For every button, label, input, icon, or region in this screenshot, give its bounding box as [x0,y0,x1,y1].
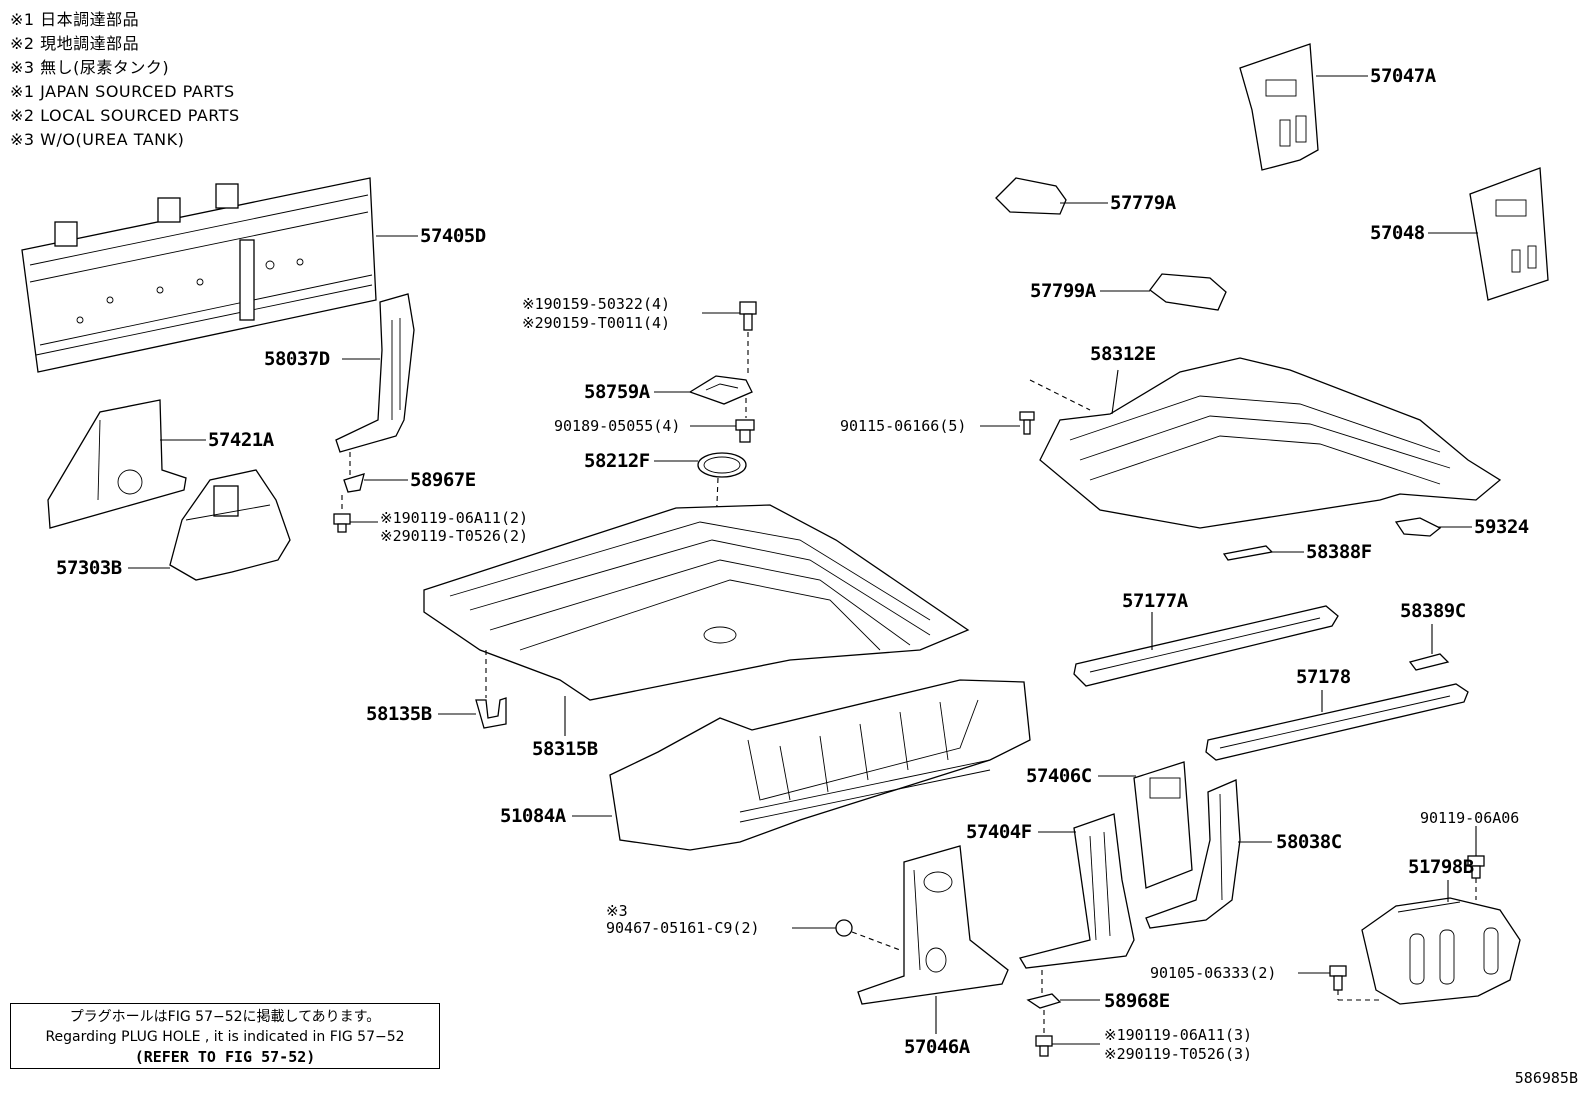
plug-hole-note-box: プラグホールはFIG 57−52に掲載してあります。 Regarding PLU… [10,1003,440,1069]
part-57303B-shape[interactable] [169,469,291,581]
callout-90467-05161[interactable]: 90467-05161-C9(2) [606,919,760,937]
note-line: ※1 JAPAN SOURCED PARTS [10,82,235,101]
part-58968E-shape[interactable] [1026,993,1062,1009]
callout-57047A[interactable]: 57047A [1370,65,1436,87]
callout-57405D[interactable]: 57405D [420,225,486,247]
callout-58967E[interactable]: 58967E [410,469,476,491]
part-57799A-shape[interactable] [1149,273,1227,311]
callout-note3-marker: ※3 [606,902,628,920]
callout-51798B[interactable]: 51798B [1408,856,1474,878]
callout-90119-T0526[interactable]: ※290119-T0526(2) [380,527,529,545]
part-58212F-shape[interactable] [697,452,747,478]
callout-57779A[interactable]: 57779A [1110,192,1176,214]
callout-57421A[interactable]: 57421A [208,429,274,451]
figure-id: 586985B [1514,1069,1578,1087]
note-en: Regarding PLUG HOLE , it is indicated in… [45,1029,405,1045]
callout-57799A[interactable]: 57799A [1030,280,1096,302]
part-58388F-shape[interactable] [1222,545,1274,561]
part-58135B-shape[interactable] [475,697,507,729]
part-58967E-shape[interactable] [343,473,365,493]
part-57048-shape[interactable] [1469,167,1549,301]
callout-57406C[interactable]: 57406C [1026,765,1092,787]
note-refer[interactable]: (REFER TO FIG 57-52) [134,1048,316,1066]
callout-90189-05055[interactable]: 90189-05055(4) [554,417,681,435]
callout-90159-50322[interactable]: ※190159-50322(4) [522,295,671,313]
note-line: ※1 日本調達部品 [10,10,140,29]
callout-58135B[interactable]: 58135B [366,703,432,725]
callout-59324[interactable]: 59324 [1474,516,1529,538]
part-58038C-shape[interactable] [1145,779,1241,929]
note-jp: プラグホールはFIG 57−52に掲載してあります。 [69,1009,381,1025]
callout-57178[interactable]: 57178 [1296,666,1351,688]
clip-90467[interactable] [835,919,853,937]
callout-57046A[interactable]: 57046A [904,1036,970,1058]
callout-57404F[interactable]: 57404F [966,821,1032,843]
callout-58212F[interactable]: 58212F [584,450,650,472]
callout-90105-06333[interactable]: 90105-06333(2) [1150,964,1277,982]
part-57177A-shape[interactable] [1073,605,1339,687]
callout-90119-06A11[interactable]: ※190119-06A11(2) [380,509,529,527]
sourcing-notes: ※1 日本調達部品 ※2 現地調達部品 ※3 無し(尿素タンク) ※1 JAPA… [10,8,240,152]
part-57406C-shape[interactable] [1133,761,1193,889]
part-58312E-shape[interactable] [1039,357,1502,529]
bolt-90119-06A11-left[interactable] [333,513,351,533]
callout-51084A[interactable]: 51084A [500,805,566,827]
callout-58968E[interactable]: 58968E [1104,990,1170,1012]
callout-58759A[interactable]: 58759A [584,381,650,403]
note-line: ※3 W/O(UREA TANK) [10,130,185,149]
callout-57303B[interactable]: 57303B [56,557,122,579]
callout-57048[interactable]: 57048 [1370,222,1425,244]
part-57779A-shape[interactable] [995,177,1067,215]
part-57404F-shape[interactable] [1018,813,1135,969]
part-58389C-shape[interactable] [1408,653,1450,671]
callout-90119-06A06[interactable]: 90119-06A06 [1420,809,1520,827]
callout-58038C[interactable]: 58038C [1276,831,1342,853]
callout-57177A[interactable]: 57177A [1122,590,1188,612]
part-59324-shape[interactable] [1394,517,1442,537]
note-line: ※2 現地調達部品 [10,34,140,53]
callout-90159-T0011[interactable]: ※290159-T0011(4) [522,314,671,332]
part-58037D-shape[interactable] [335,293,415,453]
bolt-90119-06A11-bottom[interactable] [1035,1035,1053,1057]
part-58315B-shape[interactable] [423,504,970,701]
bolt-90105[interactable] [1329,965,1347,991]
part-57405D-shape[interactable] [21,177,377,373]
part-57421A-shape[interactable] [47,399,187,529]
callout-58388F[interactable]: 58388F [1306,541,1372,563]
callout-90119-T0526-3[interactable]: ※290119-T0526(3) [1104,1045,1253,1063]
bolt-90115[interactable] [1019,411,1035,435]
note-line: ※3 無し(尿素タンク) [10,58,170,77]
bolt-90159[interactable] [739,301,757,331]
note-line: ※2 LOCAL SOURCED PARTS [10,106,240,125]
part-57178-shape[interactable] [1205,683,1469,761]
part-57047A-shape[interactable] [1239,43,1319,171]
callout-58389C[interactable]: 58389C [1400,600,1466,622]
callout-58315B[interactable]: 58315B [532,738,598,760]
part-58759A-shape[interactable] [688,375,753,405]
callout-58037D[interactable]: 58037D [264,348,330,370]
part-51798B-shape[interactable] [1361,897,1521,1005]
callout-90115-06166[interactable]: 90115-06166(5) [840,417,967,435]
part-51084A-shape[interactable] [609,679,1031,851]
callout-58312E[interactable]: 58312E [1090,343,1156,365]
callout-90119-06A11-3[interactable]: ※190119-06A11(3) [1104,1026,1253,1044]
part-57046A-shape[interactable] [857,845,1009,1005]
bolt-90189[interactable] [735,419,755,443]
